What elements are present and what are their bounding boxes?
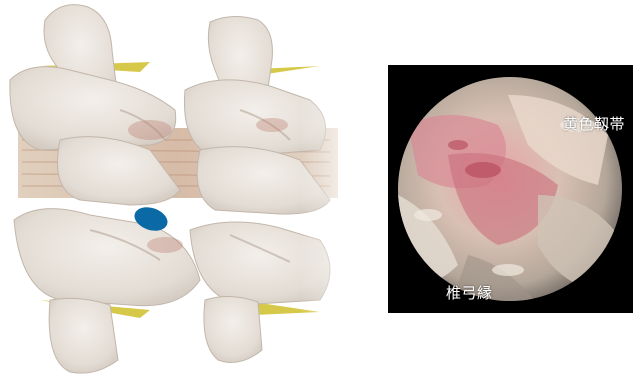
lamina-edge-label: 椎弓縁 xyxy=(446,282,493,303)
endoscope-view: 黄色靱帯 椎弓縁 xyxy=(388,65,633,313)
ligamentum-flavum-label: 黄色靱帯 xyxy=(563,113,625,134)
spine-model-illustration xyxy=(0,0,370,377)
